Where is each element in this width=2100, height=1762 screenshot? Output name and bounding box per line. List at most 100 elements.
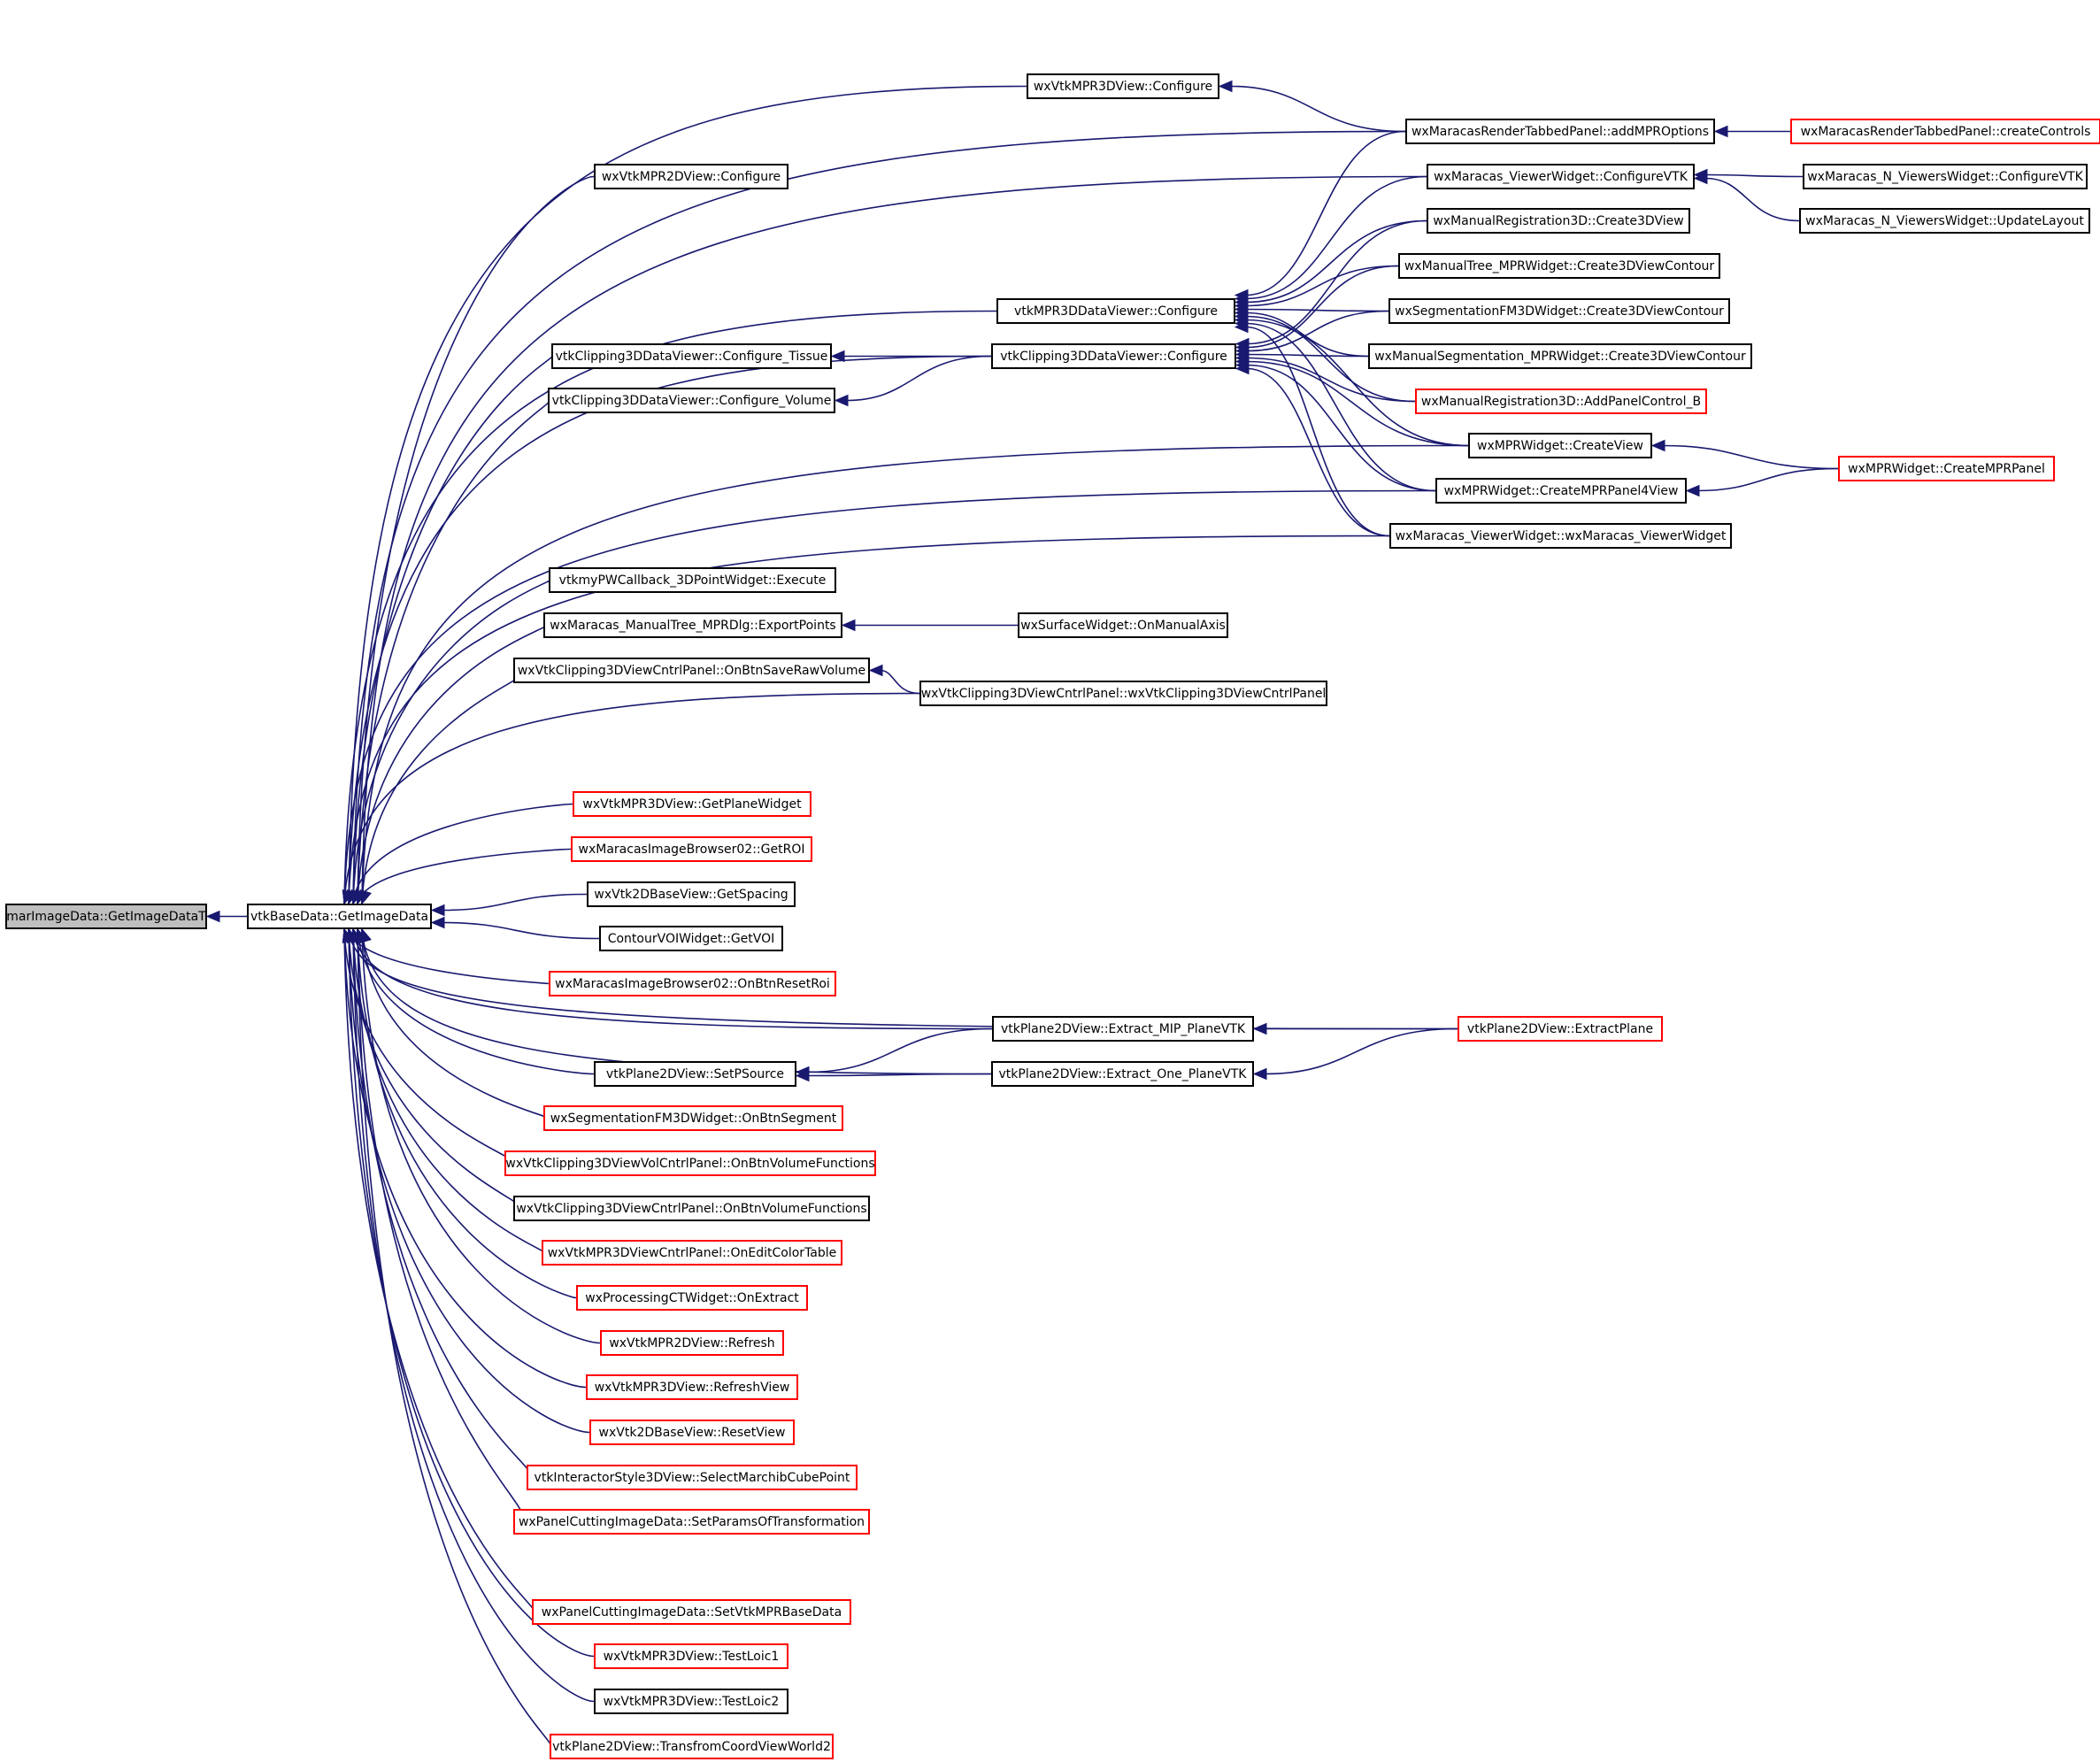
arrowhead-icon: [1650, 439, 1665, 452]
graph-node[interactable]: wxVtkMPR3DViewCntrlPanel::OnEditColorTab…: [542, 1240, 842, 1266]
node-label: ContourVOIWidget::GetVOI: [607, 931, 775, 946]
graph-node[interactable]: wxMaracas_N_ViewersWidget::ConfigureVTK: [1803, 164, 2088, 189]
call-edge: [348, 928, 1458, 1030]
node-label: wxVtkMPR3DView::GetPlaneWidget: [582, 796, 802, 812]
call-edge: [1246, 364, 1436, 492]
graph-node[interactable]: wxSegmentationFM3DWidget::OnBtnSegment: [543, 1105, 843, 1131]
graph-node[interactable]: wxMPRWidget::CreateView: [1468, 433, 1652, 458]
arrowhead-icon: [355, 927, 367, 943]
graph-node[interactable]: wxVtkMPR3DView::GetPlaneWidget: [573, 791, 812, 817]
graph-node[interactable]: wxMaracas_ViewerWidget::wxMaracas_Viewer…: [1389, 523, 1732, 549]
graph-node[interactable]: wxVtkMPR2DView::Refresh: [600, 1330, 784, 1356]
graph-node[interactable]: vtkClipping3DDataViewer::Configure_Volum…: [548, 388, 835, 413]
graph-node[interactable]: vtkBaseData::GetImageData: [247, 904, 432, 929]
graph-node[interactable]: vtkPlane2DView::Extract_One_PlaneVTK: [991, 1061, 1254, 1087]
graph-node[interactable]: ContourVOIWidget::GetVOI: [599, 926, 783, 951]
graph-node[interactable]: wxVtkClipping3DViewVolCntrlPanel::OnBtnV…: [504, 1150, 876, 1176]
arrowhead-icon: [830, 350, 845, 363]
graph-node[interactable]: wxVtk2DBaseView::GetSpacing: [587, 881, 796, 907]
call-edge: [1246, 360, 1469, 447]
call-edge: [352, 355, 553, 904]
arrowhead-icon: [342, 889, 354, 905]
graph-node[interactable]: wxVtkClipping3DViewCntrlPanel::OnBtnSave…: [513, 658, 870, 683]
graph-node[interactable]: vtkmyPWCallback_3DPointWidget::Execute: [549, 567, 836, 593]
call-edge: [1704, 173, 1804, 178]
call-edge: [357, 175, 595, 904]
call-edge: [1246, 219, 1427, 345]
call-edge: [1245, 315, 1416, 403]
node-label: wxPanelCuttingImageData::SetParamsOfTran…: [518, 1514, 865, 1529]
graph-node[interactable]: wxVtkMPR2DView::Configure: [594, 164, 788, 189]
graph-node[interactable]: vtkPlane2DView::ExtractPlane: [1458, 1016, 1663, 1042]
arrowhead-icon: [1252, 1067, 1267, 1081]
call-edge: [352, 130, 1406, 904]
graph-node[interactable]: wxVtkMPR3DView::RefreshView: [586, 1374, 798, 1400]
call-edge: [361, 928, 992, 1075]
graph-node[interactable]: wxMaracas_ViewerWidget::ConfigureVTK: [1427, 164, 1695, 189]
graph-node[interactable]: wxVtkMPR3DView::TestLoic1: [594, 1643, 788, 1669]
graph-node[interactable]: wxManualRegistration3D::Create3DView: [1427, 208, 1690, 234]
arrowhead-icon: [205, 910, 220, 923]
graph-node[interactable]: vtkMPR3DDataViewer::Configure: [996, 298, 1235, 324]
graph-node[interactable]: wxMaracasImageBrowser02::GetROI: [571, 836, 812, 862]
node-label: marImageData::GetImageDataT: [6, 909, 206, 924]
arrowhead-icon: [1693, 172, 1708, 185]
call-edge: [361, 928, 548, 1120]
graph-node[interactable]: vtkPlane2DView::SetPSource: [594, 1061, 796, 1087]
graph-node[interactable]: wxVtkMPR3DView::Configure: [1027, 73, 1219, 99]
graph-node[interactable]: wxVtkClipping3DViewCntrlPanel::OnBtnVolu…: [513, 1196, 870, 1221]
graph-node[interactable]: wxPanelCuttingImageData::SetVtkMPRBaseDa…: [532, 1599, 851, 1625]
graph-node[interactable]: wxMPRWidget::CreateMPRPanel: [1838, 456, 2055, 481]
node-label: vtkMPR3DDataViewer::Configure: [1014, 304, 1218, 319]
graph-node[interactable]: wxManualTree_MPRWidget::Create3DViewCont…: [1398, 253, 1720, 279]
call-edge: [1246, 367, 1390, 537]
call-edge: [1696, 467, 1839, 492]
graph-node[interactable]: marImageData::GetImageDataT: [5, 904, 207, 929]
call-edge: [1246, 310, 1389, 352]
graph-node[interactable]: wxVtkMPR3DView::TestLoic2: [594, 1689, 788, 1714]
graph-node[interactable]: wxProcessingCTWidget::OnExtract: [576, 1285, 808, 1311]
graph-node[interactable]: wxManualSegmentation_MPRWidget::Create3D…: [1368, 343, 1752, 369]
call-edge: [348, 85, 1027, 904]
call-edge: [442, 893, 588, 912]
call-edge: [1246, 357, 1416, 403]
arrowhead-icon: [430, 904, 445, 917]
graph-node[interactable]: wxVtk2DBaseView::ResetView: [589, 1420, 795, 1445]
graph-node[interactable]: wxMPRWidget::CreateMPRPanel4View: [1435, 478, 1687, 504]
graph-node[interactable]: vtkClipping3DDataViewer::Configure: [991, 343, 1236, 369]
call-edge: [357, 848, 572, 904]
node-label: vtkClipping3DDataViewer::Configure: [1000, 349, 1227, 364]
node-label: wxVtkMPR3DView::TestLoic1: [603, 1649, 780, 1664]
call-edge: [343, 489, 1436, 904]
graph-node[interactable]: vtkClipping3DDataViewer::Configure_Tissu…: [551, 343, 832, 369]
node-label: wxMPRWidget::CreateMPRPanel: [1848, 461, 2045, 476]
graph-node[interactable]: wxSurfaceWidget::OnManualAxis: [1018, 612, 1228, 638]
node-label: wxVtkMPR2DView::Refresh: [609, 1335, 775, 1350]
node-label: wxMaracas_ViewerWidget::ConfigureVTK: [1434, 169, 1688, 184]
call-edge: [361, 444, 1469, 904]
graph-node[interactable]: wxVtkClipping3DViewCntrlPanel::wxVtkClip…: [919, 681, 1327, 706]
graph-node[interactable]: wxMaracas_N_ViewersWidget::UpdateLayout: [1799, 208, 2090, 234]
graph-node[interactable]: vtkPlane2DView::Extract_MIP_PlaneVTK: [992, 1016, 1254, 1042]
call-edge: [1245, 130, 1406, 296]
node-label: wxMaracasImageBrowser02::GetROI: [578, 842, 805, 857]
graph-node[interactable]: vtkPlane2DView::TransfromCoordViewWorld2: [550, 1734, 834, 1759]
graph-node[interactable]: wxMaracas_ManualTree_MPRDlg::ExportPoint…: [543, 612, 842, 638]
arrowhead-icon: [1234, 320, 1249, 334]
node-label: wxMaracasRenderTabbedPanel::createContro…: [1800, 124, 2091, 139]
graph-node[interactable]: wxMaracasRenderTabbedPanel::createContro…: [1790, 119, 2100, 144]
node-label: vtkClipping3DDataViewer::Configure_Tissu…: [555, 349, 828, 364]
graph-node[interactable]: wxPanelCuttingImageData::SetParamsOfTran…: [513, 1509, 870, 1535]
node-label: wxMaracas_ManualTree_MPRDlg::ExportPoint…: [550, 618, 836, 633]
call-edge: [348, 928, 550, 985]
call-edge: [880, 669, 920, 695]
graph-node[interactable]: vtkInteractorStyle3DView::SelectMarchibC…: [527, 1465, 858, 1490]
node-label: wxMPRWidget::CreateView: [1477, 438, 1643, 453]
node-label: wxVtkClipping3DViewCntrlPanel::wxVtkClip…: [920, 686, 1327, 701]
node-label: wxVtkMPR3DViewCntrlPanel::OnEditColorTab…: [547, 1245, 837, 1260]
graph-node[interactable]: wxMaracasRenderTabbedPanel::addMPROption…: [1405, 119, 1715, 144]
call-edge: [1245, 322, 1436, 492]
graph-node[interactable]: wxSegmentationFM3DWidget::Create3DViewCo…: [1388, 298, 1730, 324]
graph-node[interactable]: wxMaracasImageBrowser02::OnBtnResetRoi: [549, 971, 836, 996]
graph-node[interactable]: wxManualRegistration3D::AddPanelControl_…: [1415, 389, 1707, 414]
